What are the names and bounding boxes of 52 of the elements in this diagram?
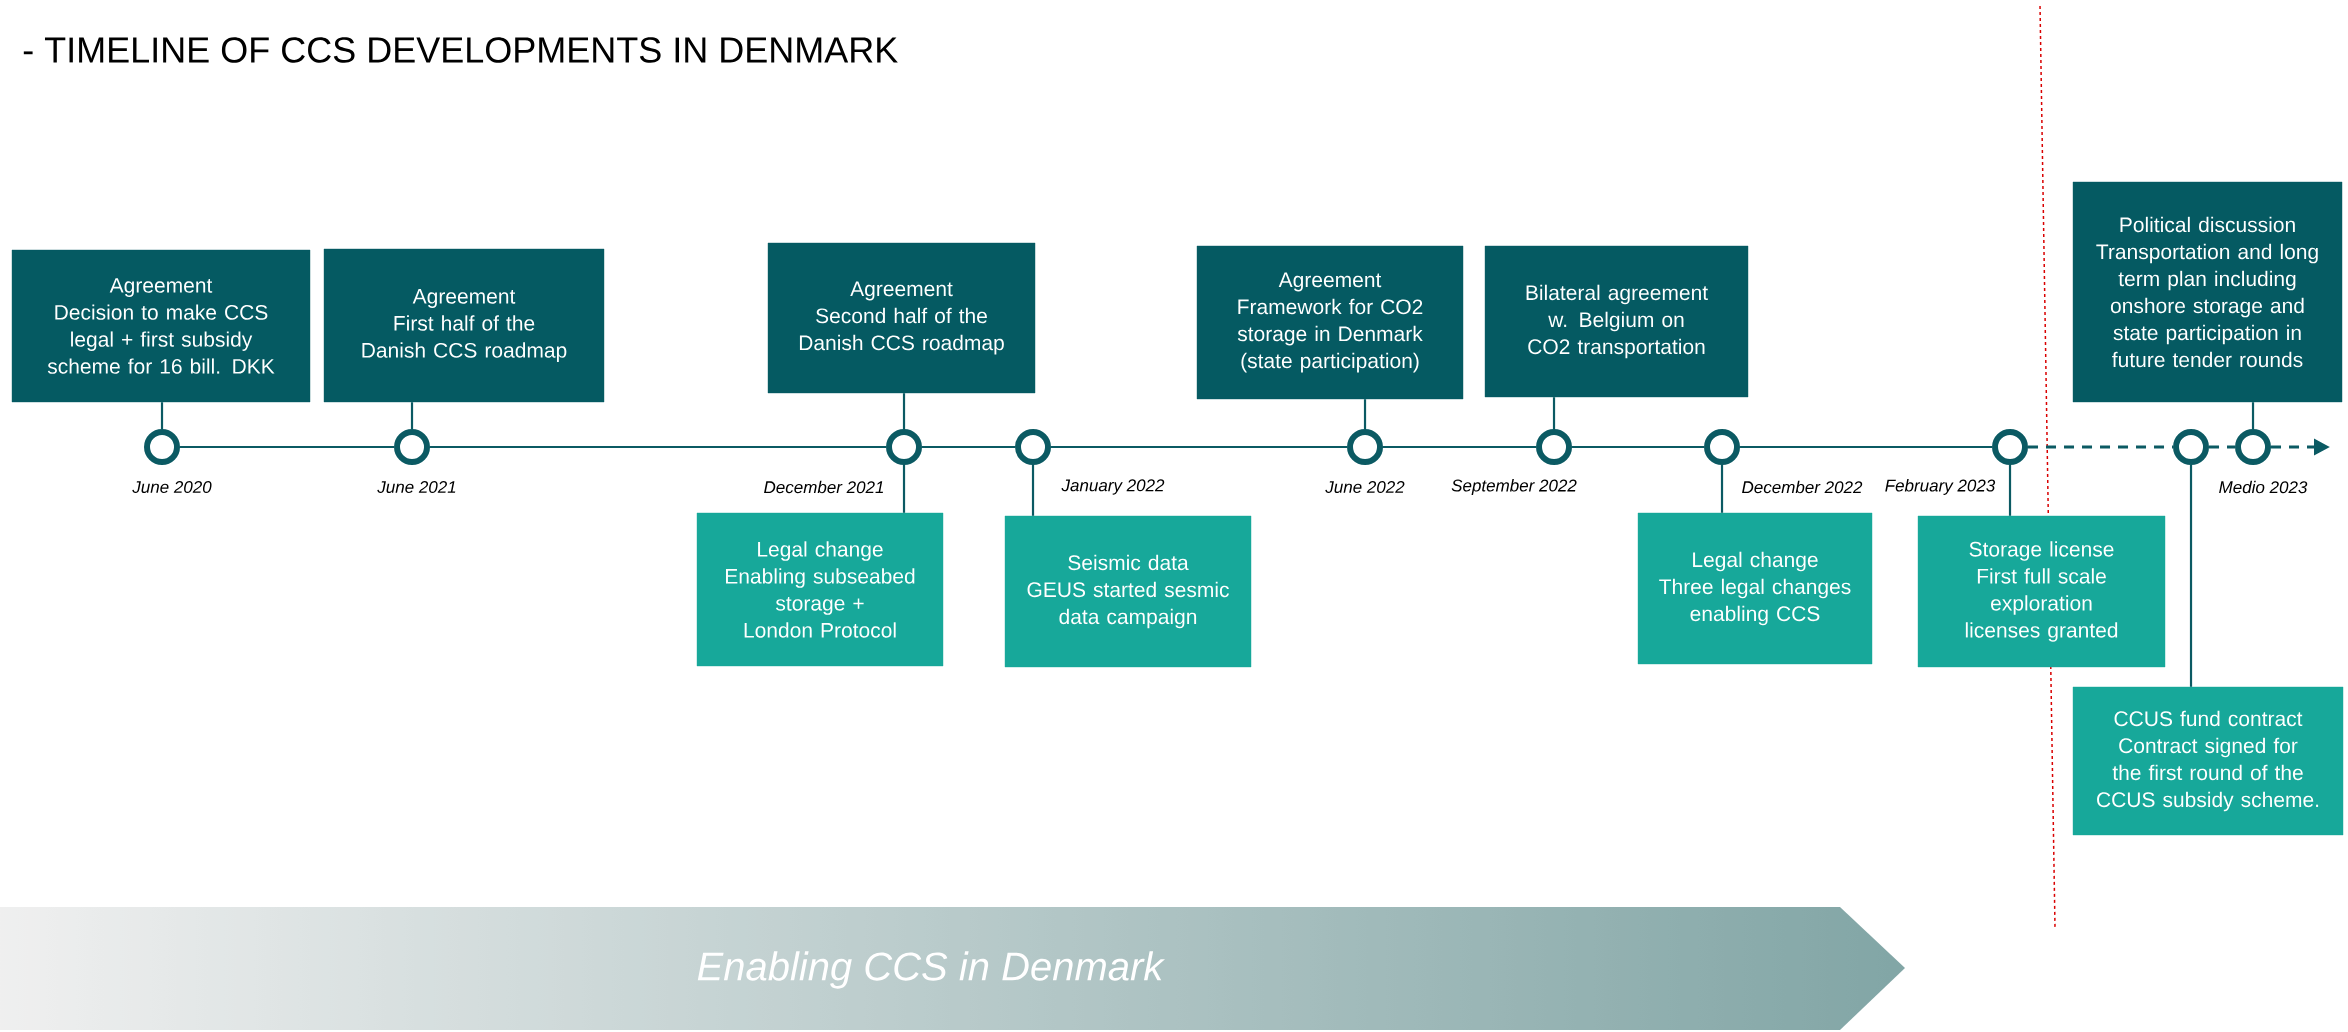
event-box: Legal change Three legal changes enabling CCS xyxy=(1637,512,1873,665)
event-box: CCUS fund contract Contract signed for the first round of the CCUS subsidy scheme. xyxy=(2072,686,2344,836)
event-box: Agreement Decision to make CCS legal + first subsidy scheme for 16 bill. DKK xyxy=(11,249,311,403)
date-label: June 2021 xyxy=(377,481,456,493)
date-label: February 2023 xyxy=(1885,479,1996,495)
event-box: Agreement Second half of the Danish CCS roadmap xyxy=(767,242,1036,394)
timeline-marker xyxy=(2173,429,2209,465)
timeline-marker xyxy=(394,429,430,465)
timeline-marker xyxy=(1347,429,1383,465)
date-label: December 2022 xyxy=(1742,480,1863,494)
date-label: Medio 2023 xyxy=(2219,480,2308,494)
event-box: Agreement First half of the Danish CCS roadmap xyxy=(323,248,605,403)
timeline-marker xyxy=(886,429,922,465)
timeline-segment xyxy=(1051,445,1347,449)
timeline-marker xyxy=(1015,429,1051,465)
date-label: December 2021 xyxy=(764,480,883,494)
timeline-segment xyxy=(1383,445,1536,449)
timeline-marker xyxy=(1536,429,1572,465)
leader-line xyxy=(1363,399,1367,429)
timeline-segment xyxy=(2028,445,2173,449)
timeline-marker xyxy=(1704,429,1740,465)
timeline-segment xyxy=(1572,445,1704,449)
event-box: Political discussion Transportation and long term plan including onshore storage and state participation in future tender rounds xyxy=(2072,181,2343,403)
leader-line xyxy=(902,393,906,429)
banner-arrow: Enabling CCS in Denmark xyxy=(697,951,1165,989)
timeline-marker xyxy=(2235,429,2271,465)
leader-line xyxy=(902,465,906,513)
date-label: June 2022 xyxy=(1325,481,1405,493)
date-label: January 2022 xyxy=(1061,479,1165,495)
timeline-marker xyxy=(1992,429,2028,465)
date-label: September 2022 xyxy=(1451,479,1577,495)
leader-line xyxy=(410,402,414,429)
event-box: Legal change Enabling subseabed storage + London Protocol xyxy=(696,512,944,667)
event-box: Agreement Framework for CO2 storage in Denmark (state participation) xyxy=(1196,245,1464,400)
timeline-segment xyxy=(2209,445,2235,449)
leader-line xyxy=(2251,402,2255,429)
date-label: June 2020 xyxy=(132,481,212,493)
event-box: Storage license First full scale exploration licenses granted xyxy=(1917,515,2166,668)
timeline-marker xyxy=(144,429,180,465)
timeline-segment xyxy=(1740,445,1992,449)
leader-line xyxy=(160,402,164,429)
leader-line xyxy=(1552,397,1556,429)
leader-line xyxy=(1720,465,1724,513)
timeline-segment xyxy=(430,445,886,449)
title: - TIMELINE OF CCS DEVELOPMENTS IN DENMARK xyxy=(23,37,898,63)
event-box: Seismic data GEUS started sesmic data campaign xyxy=(1004,515,1252,668)
timeline-segment xyxy=(922,445,1015,449)
leader-line xyxy=(2189,465,2193,687)
leader-line xyxy=(2008,465,2012,516)
event-box: Bilateral agreement w. Belgium on CO2 transportation xyxy=(1484,245,1749,398)
leader-line xyxy=(1031,465,1035,516)
timeline-segment xyxy=(180,445,394,449)
